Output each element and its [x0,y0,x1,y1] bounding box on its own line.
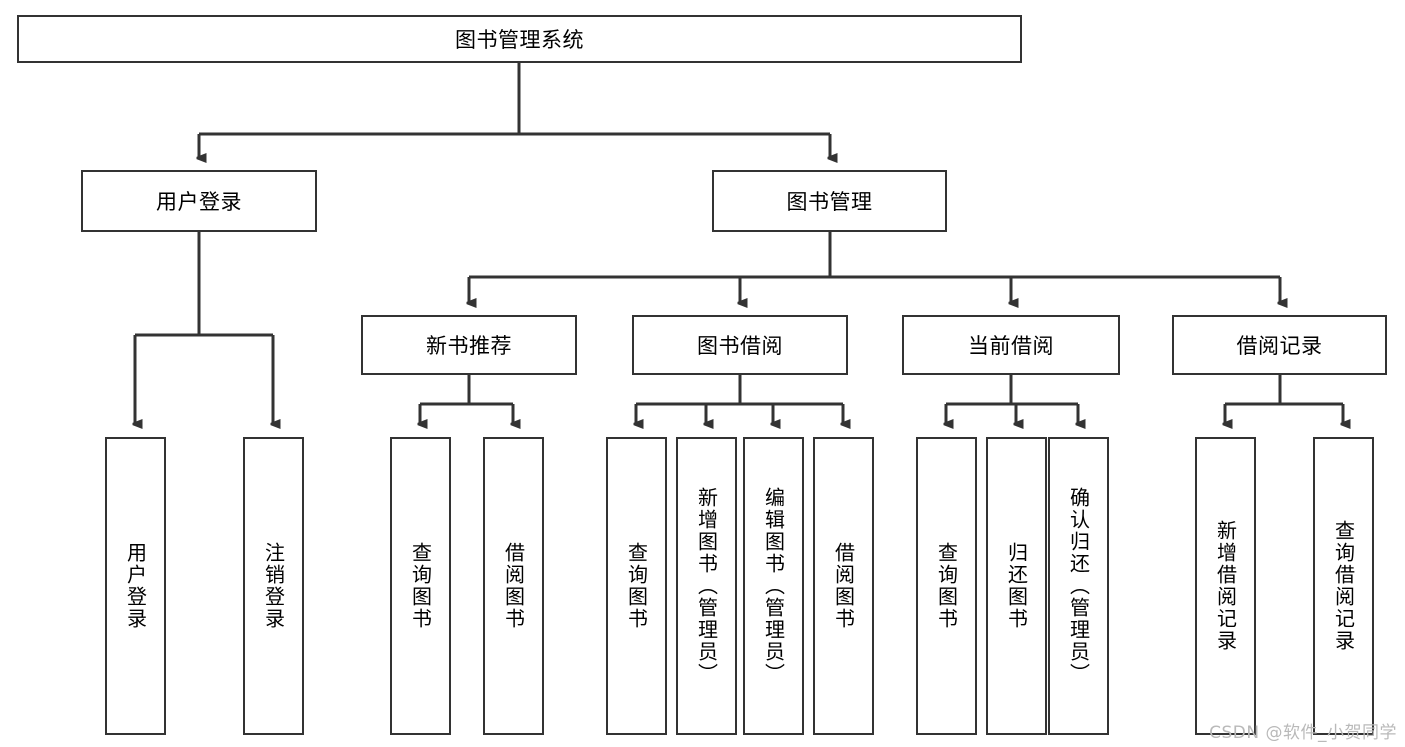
node-leaf-borrow-book-recommend-label: 借阅图书 [501,542,526,630]
node-leaf-query-book-current-label: 查询图书 [934,542,959,630]
node-leaf-query-borrow-record-label: 查询借阅记录 [1331,520,1356,652]
node-leaf-user-login[interactable]: 用户登录 [105,437,166,735]
node-leaf-add-borrow-record[interactable]: 新增借阅记录 [1195,437,1256,735]
node-leaf-confirm-return-label: 确认归还（管理员） [1066,487,1091,685]
node-new-book-recommend[interactable]: 新书推荐 [361,315,577,375]
node-leaf-add-book[interactable]: 新增图书（管理员） [676,437,737,735]
node-leaf-logout-label: 注销登录 [261,542,286,630]
node-user-login[interactable]: 用户登录 [81,170,317,232]
node-leaf-add-book-label: 新增图书（管理员） [694,487,719,685]
node-leaf-query-book-recommend[interactable]: 查询图书 [390,437,451,735]
node-leaf-logout[interactable]: 注销登录 [243,437,304,735]
node-user-login-label: 用户登录 [156,190,242,214]
node-borrow-record[interactable]: 借阅记录 [1172,315,1387,375]
node-root[interactable]: 图书管理系统 [17,15,1022,63]
node-leaf-edit-book[interactable]: 编辑图书（管理员） [743,437,804,735]
node-leaf-borrow-book[interactable]: 借阅图书 [813,437,874,735]
node-leaf-confirm-return[interactable]: 确认归还（管理员） [1048,437,1109,735]
node-leaf-borrow-book-recommend[interactable]: 借阅图书 [483,437,544,735]
node-leaf-return-book[interactable]: 归还图书 [986,437,1047,735]
node-leaf-query-book-recommend-label: 查询图书 [408,542,433,630]
node-leaf-user-login-label: 用户登录 [123,542,148,630]
watermark: CSDN @软件_小贺同学 [1209,723,1397,743]
node-book-management[interactable]: 图书管理 [712,170,947,232]
node-book-borrow-label: 图书借阅 [697,334,783,358]
node-leaf-edit-book-label: 编辑图书（管理员） [761,487,786,685]
node-leaf-query-book-borrow-label: 查询图书 [624,542,649,630]
node-leaf-add-borrow-record-label: 新增借阅记录 [1213,520,1238,652]
node-leaf-query-borrow-record[interactable]: 查询借阅记录 [1313,437,1374,735]
node-new-book-recommend-label: 新书推荐 [426,334,512,358]
node-leaf-query-book-borrow[interactable]: 查询图书 [606,437,667,735]
node-current-borrow[interactable]: 当前借阅 [902,315,1120,375]
node-borrow-record-label: 借阅记录 [1236,334,1323,358]
node-leaf-query-book-current[interactable]: 查询图书 [916,437,977,735]
node-book-borrow[interactable]: 图书借阅 [632,315,848,375]
node-current-borrow-label: 当前借阅 [968,334,1054,358]
node-leaf-return-book-label: 归还图书 [1004,542,1029,630]
node-root-label: 图书管理系统 [455,28,584,52]
node-leaf-borrow-book-label: 借阅图书 [831,542,856,630]
node-book-management-label: 图书管理 [786,190,873,214]
